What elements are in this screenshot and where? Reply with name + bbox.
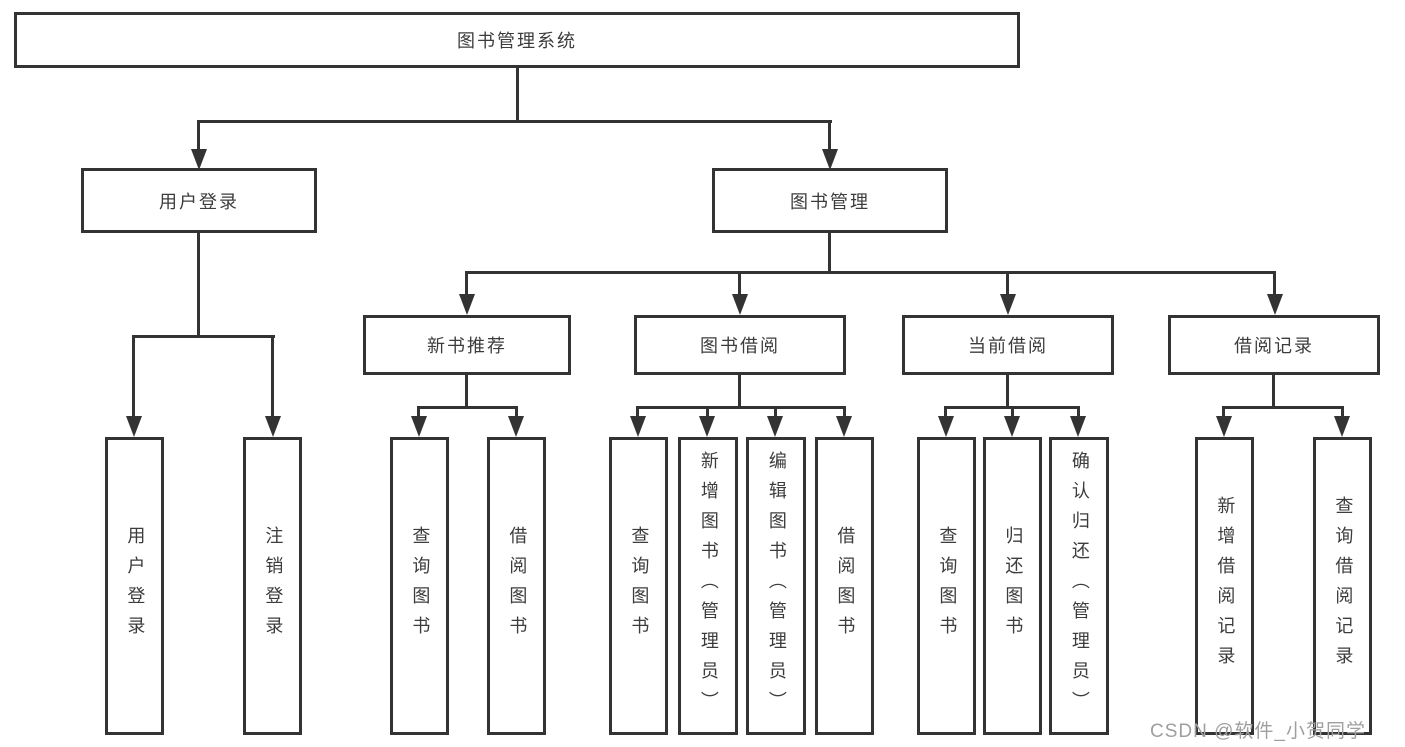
connector-line xyxy=(417,406,518,409)
node-label: 借阅图书 xyxy=(835,526,856,646)
leaf-return-book: 归还图书 xyxy=(983,437,1042,735)
arrow-down-icon xyxy=(1334,416,1350,437)
node-label: 图书借阅 xyxy=(700,336,780,356)
arrow-down-icon xyxy=(508,416,524,437)
leaf-add-book-admin: 新增图书（管理员） xyxy=(678,437,738,735)
leaf-query-books-current: 查询图书 xyxy=(917,437,976,735)
connector-line xyxy=(1006,271,1009,298)
arrow-down-icon xyxy=(459,294,475,315)
arrow-down-icon xyxy=(1216,416,1232,437)
arrow-down-icon xyxy=(265,416,281,437)
connector-line xyxy=(515,406,518,420)
connector-line xyxy=(197,120,200,152)
node-label: 新增借阅记录 xyxy=(1215,496,1236,676)
arrow-down-icon xyxy=(630,416,646,437)
node-borrowing-records: 借阅记录 xyxy=(1168,315,1380,375)
leaf-logout: 注销登录 xyxy=(243,437,302,735)
connector-line xyxy=(774,406,777,420)
csdn-watermark: CSDN @软件_小贺同学 xyxy=(1150,721,1366,742)
node-book-management: 图书管理 xyxy=(712,168,948,233)
arrow-down-icon xyxy=(822,149,838,170)
arrow-down-icon xyxy=(836,416,852,437)
node-label: 新增图书（管理员） xyxy=(698,451,719,721)
arrow-down-icon xyxy=(767,416,783,437)
connector-line xyxy=(636,406,639,420)
connector-line xyxy=(465,271,1276,274)
node-label: 用户登录 xyxy=(159,191,239,212)
connector-line xyxy=(516,66,519,123)
connector-line xyxy=(271,335,274,420)
node-label: 编辑图书（管理员） xyxy=(766,451,787,721)
node-label: 借阅记录 xyxy=(1234,336,1314,356)
node-label: 确认归还（管理员） xyxy=(1069,451,1090,721)
arrow-down-icon xyxy=(699,416,715,437)
connector-line xyxy=(1011,406,1014,420)
arrow-down-icon xyxy=(411,416,427,437)
connector-line xyxy=(465,271,468,298)
node-label: 图书管理 xyxy=(790,191,870,212)
leaf-user-login: 用户登录 xyxy=(105,437,164,735)
connector-line xyxy=(197,231,200,337)
connector-line xyxy=(1341,406,1344,420)
connector-line xyxy=(1222,406,1344,409)
leaf-add-borrow-record: 新增借阅记录 xyxy=(1195,437,1254,735)
connector-line xyxy=(132,335,135,420)
connector-line xyxy=(828,231,831,273)
leaf-query-books-borrowing: 查询图书 xyxy=(609,437,668,735)
connector-line xyxy=(417,406,420,420)
node-label: 图书管理系统 xyxy=(457,31,577,51)
arrow-down-icon xyxy=(1004,416,1020,437)
connector-line xyxy=(465,373,468,409)
connector-line xyxy=(843,406,846,420)
arrow-down-icon xyxy=(1070,416,1086,437)
connector-line xyxy=(1273,271,1276,298)
leaf-borrow-books: 借阅图书 xyxy=(815,437,874,735)
node-label: 查询图书 xyxy=(937,526,958,646)
node-label: 查询借阅记录 xyxy=(1333,496,1354,676)
connector-line xyxy=(197,120,832,123)
node-label: 查询图书 xyxy=(629,526,650,646)
leaf-query-borrow-record: 查询借阅记录 xyxy=(1313,437,1372,735)
connector-line xyxy=(1222,406,1225,420)
connector-line xyxy=(1077,406,1080,420)
node-book-borrowing: 图书借阅 xyxy=(634,315,846,375)
connector-line xyxy=(738,373,741,409)
connector-line xyxy=(706,406,709,420)
node-label: 借阅图书 xyxy=(507,526,528,646)
node-user-login-branch: 用户登录 xyxy=(81,168,317,233)
connector-line xyxy=(944,406,947,420)
connector-line xyxy=(132,335,275,338)
arrow-down-icon xyxy=(1267,294,1283,315)
arrow-down-icon xyxy=(1000,294,1016,315)
arrow-down-icon xyxy=(191,149,207,170)
node-label: 当前借阅 xyxy=(968,336,1048,356)
connector-line xyxy=(636,406,846,409)
connector-line xyxy=(1006,373,1009,409)
leaf-borrow-books-recommend: 借阅图书 xyxy=(487,437,546,735)
node-label: 新书推荐 xyxy=(427,336,507,356)
node-current-borrowing: 当前借阅 xyxy=(902,315,1114,375)
leaf-edit-book-admin: 编辑图书（管理员） xyxy=(746,437,806,735)
node-label: 查询图书 xyxy=(410,526,431,646)
leaf-query-books-recommend: 查询图书 xyxy=(390,437,449,735)
node-label: 注销登录 xyxy=(263,526,284,646)
connector-line xyxy=(1272,373,1275,409)
arrow-down-icon xyxy=(126,416,142,437)
connector-line xyxy=(738,271,741,298)
node-library-management-system: 图书管理系统 xyxy=(14,12,1020,68)
arrow-down-icon xyxy=(938,416,954,437)
node-new-book-recommendation: 新书推荐 xyxy=(363,315,571,375)
leaf-confirm-return-admin: 确认归还（管理员） xyxy=(1049,437,1109,735)
connector-line xyxy=(828,120,831,152)
arrow-down-icon xyxy=(732,294,748,315)
node-label: 用户登录 xyxy=(125,526,146,646)
node-label: 归还图书 xyxy=(1003,526,1024,646)
